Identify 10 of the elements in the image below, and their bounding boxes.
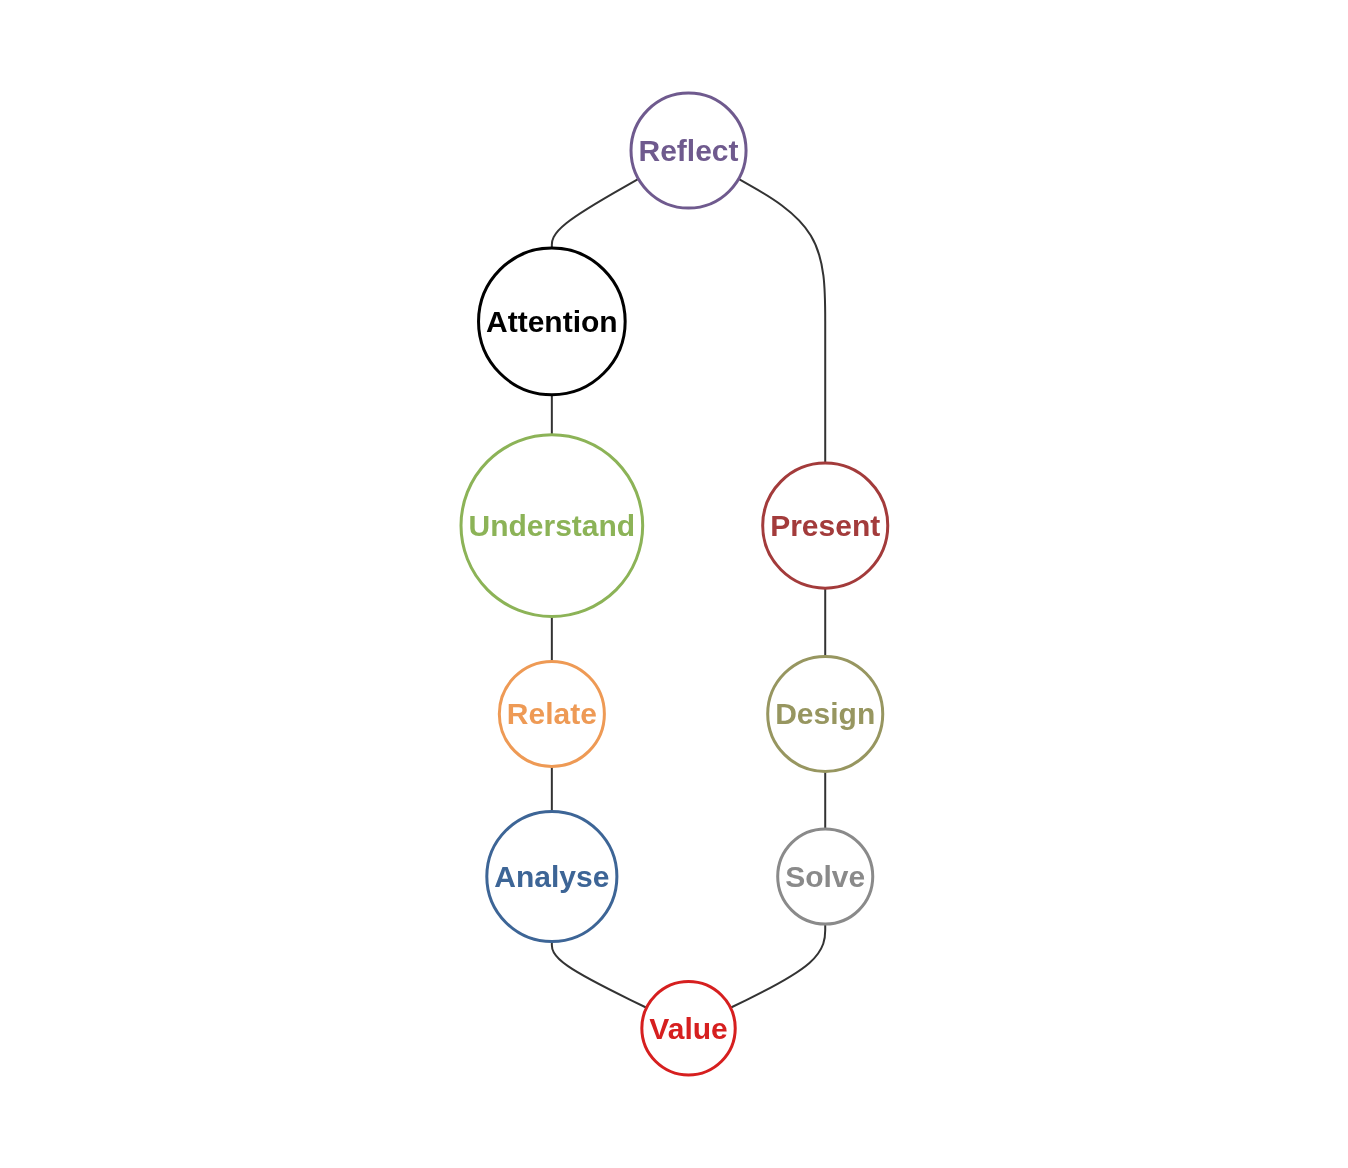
node-circle: Design: [765, 654, 884, 773]
node-circle: Relate: [497, 659, 606, 768]
node-circle: Present: [760, 461, 889, 590]
node-circle: Attention: [476, 246, 627, 397]
connector: [729, 923, 826, 1009]
node-circle: Reflect: [629, 91, 748, 210]
node-circle: Understand: [459, 433, 644, 618]
node-circle: Analyse: [484, 809, 618, 944]
node-circle: Value: [639, 980, 737, 1077]
node-circle: Solve: [775, 827, 874, 926]
